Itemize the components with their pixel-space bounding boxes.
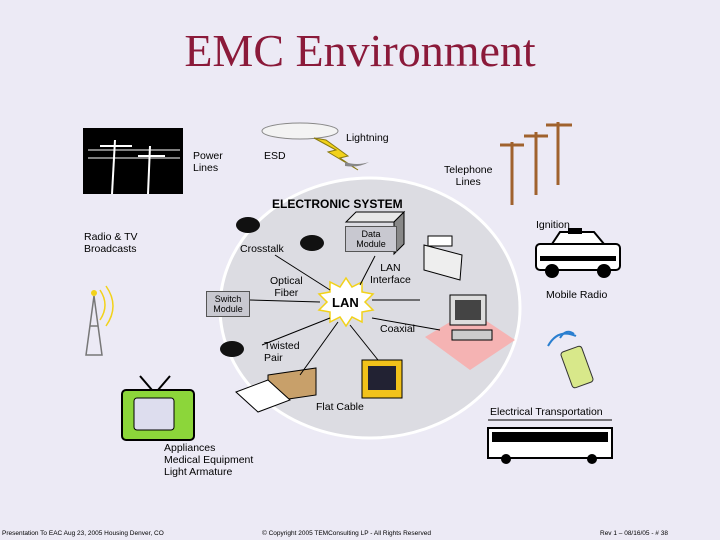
printer-icon (423, 235, 463, 281)
power-lines-label: Power Lines (193, 150, 223, 174)
footer-left: Presentation To EAC Aug 23, 2005 Housing… (2, 530, 164, 537)
power-lines-picture (83, 128, 183, 195)
telephone-poles-icon (500, 122, 572, 205)
esd-label: ESD (264, 150, 286, 162)
appliances-label: Appliances Medical Equipment Light Armat… (164, 442, 254, 478)
switch-module-label: Switch Module (206, 291, 250, 317)
computer-icon (449, 294, 493, 341)
car-icon (535, 228, 621, 278)
lan-interface-label: LAN Interface (370, 262, 411, 286)
footer-right: Rev 1 – 08/16/05 - # 38 (600, 530, 668, 537)
ignition-label: Ignition (536, 219, 570, 231)
flat-cable-label: Flat Cable (316, 401, 364, 413)
electrical-transportation-label: Electrical Transportation (490, 406, 603, 418)
twisted-pair-label: Twisted Pair (264, 340, 300, 364)
connection-lines (249, 254, 441, 376)
printer-box-icon (235, 367, 317, 413)
radio-tower-icon (85, 285, 114, 356)
television-icon (121, 375, 195, 441)
lan-starburst (317, 276, 375, 328)
telephone-icon (220, 217, 324, 357)
slide-title: EMC Environment (184, 25, 536, 76)
lan-label: LAN (332, 295, 359, 310)
lightning-label: Lightning (346, 132, 389, 144)
bus-icon (487, 419, 613, 464)
data-module-label: Data Module (345, 226, 397, 252)
electronic-system-label: ELECTRONIC SYSTEM (272, 197, 403, 211)
monitor-icon (361, 359, 403, 399)
mobile-phone-icon (547, 330, 594, 389)
crosstalk-label: Crosstalk (240, 243, 284, 255)
radio-tv-label: Radio & TV Broadcasts (84, 231, 138, 255)
footer-center: © Copyright 2005 TEMConsulting LP - All … (262, 530, 431, 537)
mobile-radio-label: Mobile Radio (546, 289, 608, 301)
telephone-lines-label: Telephone Lines (444, 164, 493, 188)
coaxial-label: Coaxial (380, 323, 416, 335)
optical-fiber-label: Optical Fiber (270, 275, 303, 299)
lightning-icon (261, 122, 369, 171)
